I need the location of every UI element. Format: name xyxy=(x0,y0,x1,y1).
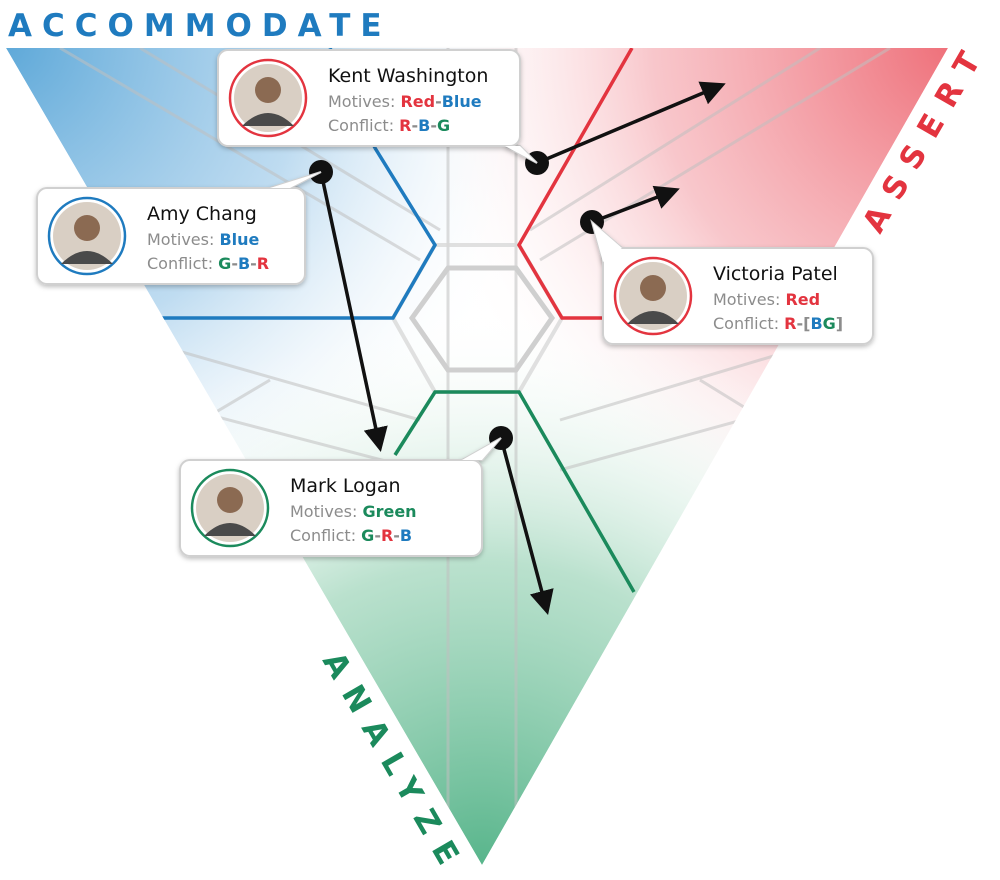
card-pointer-fill xyxy=(462,438,501,460)
corner-label-accommodate: ACCOMMODATE xyxy=(8,8,392,44)
conflict-value: G xyxy=(823,314,836,333)
person-name: Victoria Patel xyxy=(713,263,838,285)
conflict-value: B xyxy=(238,254,250,273)
motives-label: Motives: xyxy=(328,92,400,111)
mark-arrow xyxy=(499,437,554,615)
conflict-value: B xyxy=(810,314,822,333)
conflict-label: Conflict: xyxy=(147,254,218,273)
amy-arrow xyxy=(319,171,388,452)
conflict-value: - xyxy=(393,526,400,545)
person-name: Kent Washington xyxy=(328,65,488,87)
conflict-value: R xyxy=(784,314,796,333)
motive-value: Red xyxy=(400,92,435,111)
conflict-value: R xyxy=(399,116,411,135)
person-photo-victoria-avatar xyxy=(613,256,693,336)
conflict-label: Conflict: xyxy=(290,526,361,545)
conflict-value: - xyxy=(231,254,238,273)
conflict-value: R xyxy=(381,526,393,545)
card-pointer-fill xyxy=(270,172,321,188)
movement-arrows xyxy=(319,81,726,615)
motives-label: Motives: xyxy=(713,290,785,309)
conflict-line: Conflict: R-[BG] xyxy=(713,314,843,333)
conflict-label: Conflict: xyxy=(713,314,784,333)
person-name: Amy Chang xyxy=(147,203,257,225)
conflict-value: B xyxy=(400,526,412,545)
conflict-value: G xyxy=(437,116,450,135)
conflict-line: Conflict: R-B-G xyxy=(328,116,450,135)
conflict-line: Conflict: G-B-R xyxy=(147,254,269,273)
card-pointer-fill xyxy=(592,222,622,262)
blue-zone-boundary xyxy=(160,147,438,320)
motives-line: Motives: Red xyxy=(713,290,820,309)
conflict-value: - xyxy=(374,526,381,545)
conflict-value: -[ xyxy=(797,314,811,333)
conflict-line: Conflict: G-R-B xyxy=(290,526,412,545)
motives-line: Motives: Blue xyxy=(147,230,260,249)
motive-value: Red xyxy=(785,290,820,309)
victoria-arrow xyxy=(591,185,680,224)
person-name: Mark Logan xyxy=(290,475,401,497)
conflict-value: - xyxy=(412,116,419,135)
person-photo-kent-avatar xyxy=(228,58,308,138)
conflict-value: - xyxy=(250,254,257,273)
conflict-value: ] xyxy=(836,314,843,333)
person-photo-mark-avatar xyxy=(190,468,270,548)
card-pointer-fill xyxy=(505,146,537,163)
conflict-value: - xyxy=(430,116,437,135)
motives-label: Motives: xyxy=(147,230,219,249)
motive-value: - xyxy=(435,92,442,111)
conflict-value: G xyxy=(218,254,231,273)
kent-arrow xyxy=(536,81,726,165)
conflict-value: B xyxy=(418,116,430,135)
conflict-label: Conflict: xyxy=(328,116,399,135)
conflict-value: G xyxy=(361,526,374,545)
conflict-value: R xyxy=(257,254,269,273)
motives-label: Motives: xyxy=(290,502,362,521)
motives-line: Motives: Red-Blue xyxy=(328,92,482,111)
green-zone-boundary xyxy=(393,390,636,593)
motives-line: Motives: Green xyxy=(290,502,417,521)
center-hexagon xyxy=(408,265,556,373)
person-photo-amy-avatar xyxy=(47,196,127,276)
motive-value: Blue xyxy=(219,230,259,249)
accommodate-label: ACCOMMODATE xyxy=(8,8,392,44)
motive-value: Blue xyxy=(442,92,482,111)
motive-value: Green xyxy=(362,502,416,521)
